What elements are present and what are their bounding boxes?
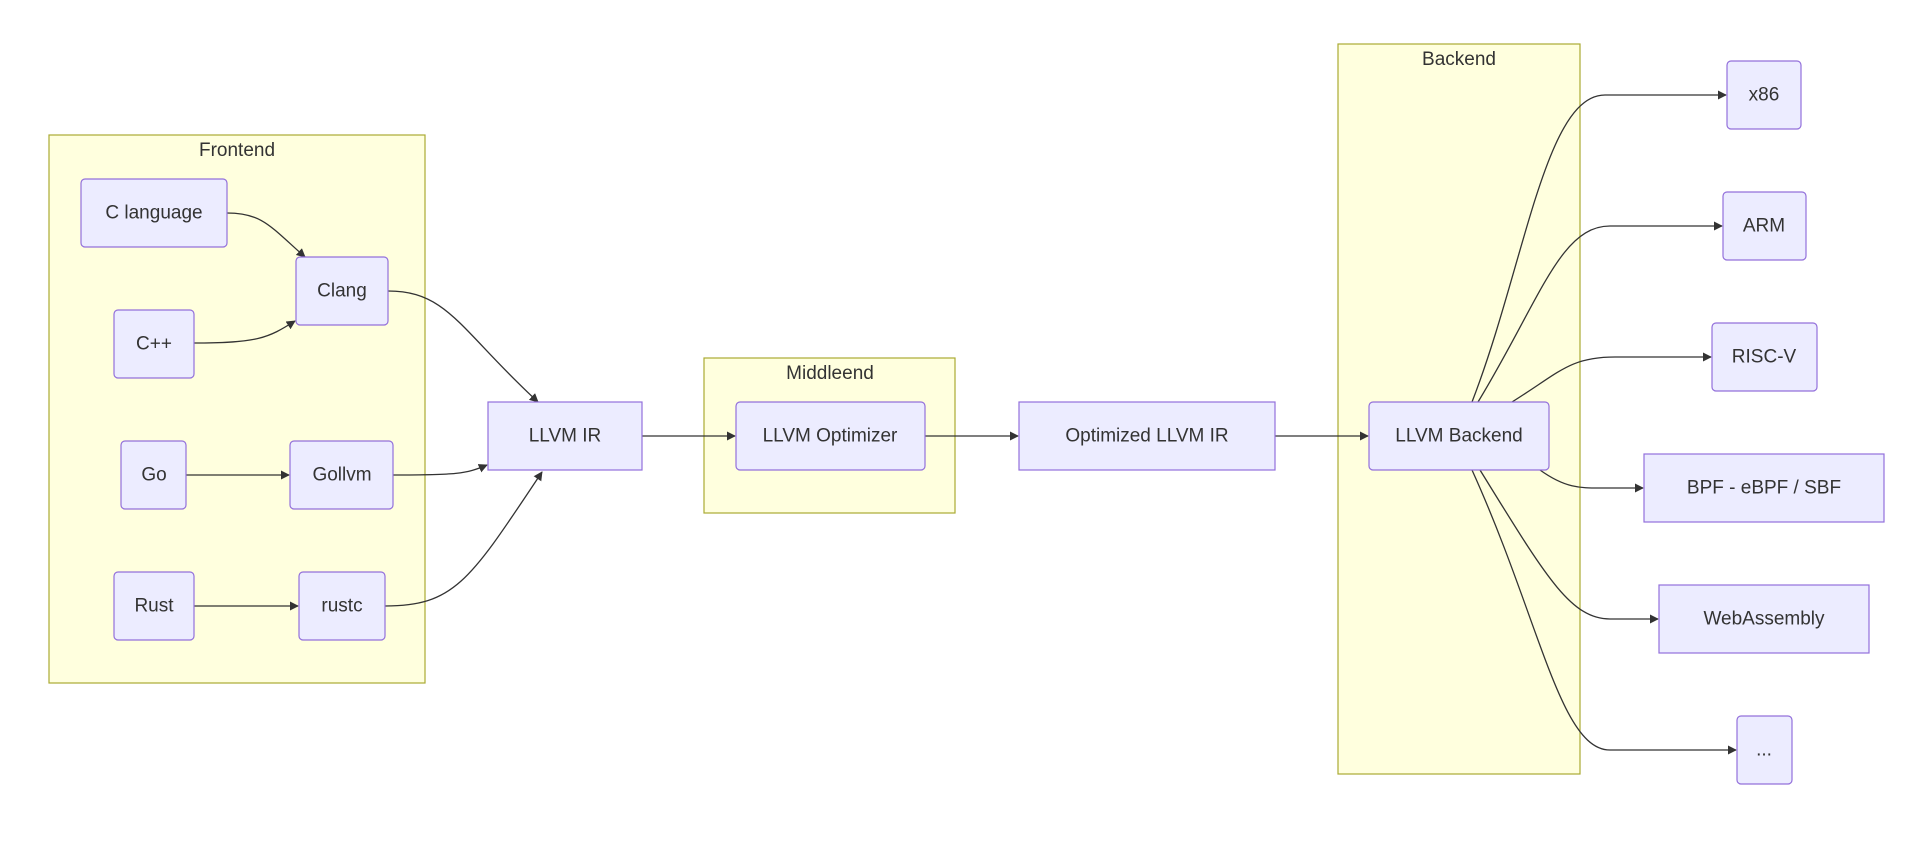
- node-go[interactable]: Go: [120, 440, 187, 510]
- cluster-middleend-label: Middleend: [786, 363, 874, 384]
- node-arm[interactable]: ARM: [1722, 191, 1807, 261]
- node-risc-v[interactable]: RISC-V: [1711, 322, 1818, 392]
- node-more[interactable]: ...: [1736, 715, 1793, 785]
- node-cpp[interactable]: C++: [113, 309, 195, 379]
- node-llvm-optimizer[interactable]: LLVM Optimizer: [735, 401, 926, 471]
- node-rust-label: Rust: [134, 596, 174, 617]
- node-webassembly[interactable]: WebAssembly: [1658, 584, 1870, 654]
- node-gollvm[interactable]: Gollvm: [289, 440, 394, 510]
- node-risc-v-label: RISC-V: [1732, 347, 1797, 368]
- node-webassembly-label: WebAssembly: [1703, 609, 1825, 630]
- edge-c-language-to-clang: [226, 212, 306, 258]
- node-optimized-llvm-ir[interactable]: Optimized LLVM IR: [1018, 401, 1276, 471]
- node-c-language[interactable]: C language: [80, 178, 228, 248]
- edge-backend-to-riscv: [1511, 352, 1712, 403]
- edge-backend-to-bpf: [1539, 469, 1644, 493]
- node-bpf-label: BPF - eBPF / SBF: [1687, 478, 1841, 499]
- node-bpf[interactable]: BPF - eBPF / SBF: [1643, 453, 1885, 523]
- node-gollvm-label: Gollvm: [312, 465, 371, 486]
- edge-rustc-to-llvm-ir: [384, 471, 543, 607]
- edge-backend-to-webassembly: [1479, 469, 1659, 624]
- node-rustc[interactable]: rustc: [298, 571, 386, 641]
- node-more-label: ...: [1756, 740, 1772, 761]
- node-llvm-optimizer-label: LLVM Optimizer: [763, 426, 898, 447]
- node-cpp-label: C++: [136, 334, 172, 355]
- node-rustc-label: rustc: [321, 596, 362, 617]
- node-x86-label: x86: [1749, 85, 1780, 106]
- node-optimized-llvm-ir-label: Optimized LLVM IR: [1065, 426, 1228, 447]
- edge-clang-to-llvm-ir: [387, 290, 539, 403]
- node-llvm-backend-label: LLVM Backend: [1395, 426, 1522, 447]
- node-clang[interactable]: Clang: [295, 256, 389, 326]
- node-llvm-ir[interactable]: LLVM IR: [487, 401, 643, 471]
- edge-gollvm-to-llvm-ir: [392, 464, 488, 476]
- edges: [186, 90, 1737, 755]
- node-llvm-backend[interactable]: LLVM Backend: [1368, 401, 1550, 471]
- edge-backend-to-x86: [1471, 90, 1727, 403]
- node-llvm-ir-label: LLVM IR: [529, 426, 602, 447]
- edge-cpp-to-clang: [193, 320, 296, 344]
- cluster-backend-label: Backend: [1422, 49, 1496, 70]
- node-c-language-label: C language: [105, 203, 202, 224]
- node-clang-label: Clang: [317, 281, 367, 302]
- cluster-frontend-label: Frontend: [199, 140, 275, 161]
- node-x86[interactable]: x86: [1726, 60, 1802, 130]
- node-rust[interactable]: Rust: [113, 571, 195, 641]
- node-arm-label: ARM: [1743, 216, 1785, 237]
- edge-backend-to-more: [1471, 469, 1737, 755]
- edge-backend-to-arm: [1477, 221, 1723, 403]
- node-go-label: Go: [141, 465, 166, 486]
